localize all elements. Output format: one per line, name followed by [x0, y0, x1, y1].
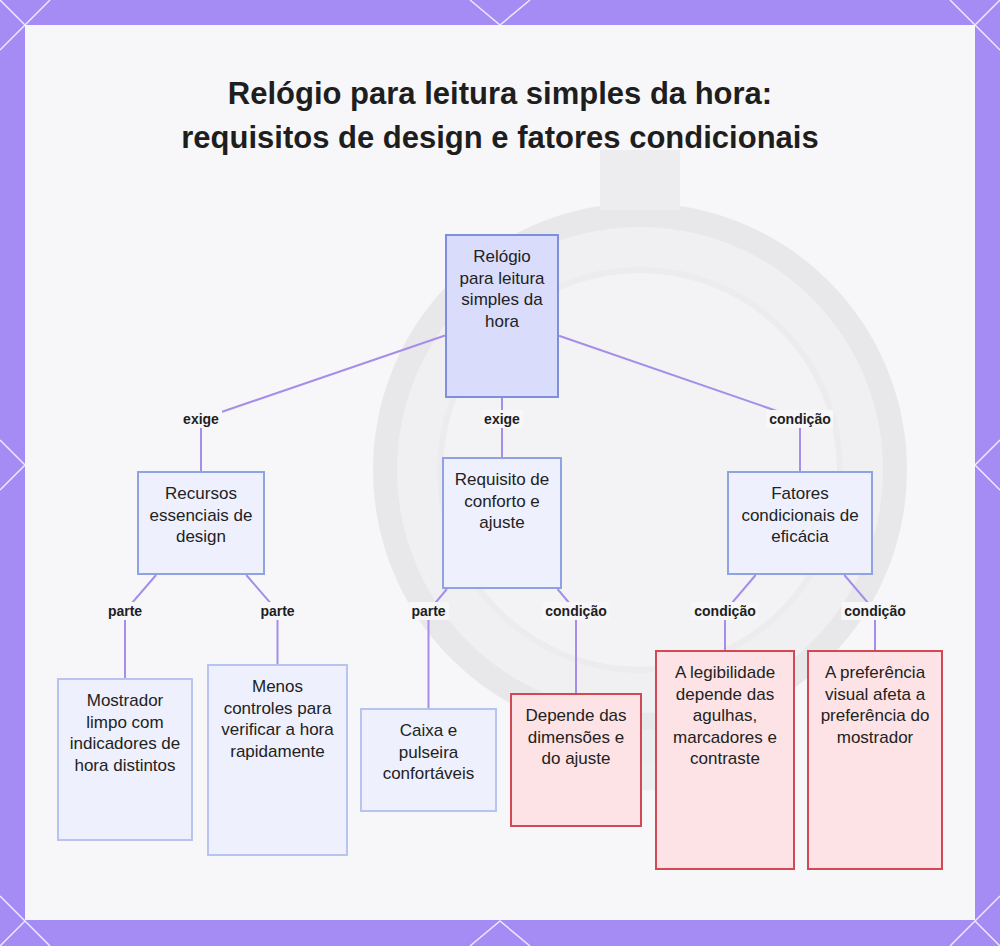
connector-line [201, 336, 445, 471]
condition-box: A legibilidade depende das agulhas, marc… [655, 650, 795, 870]
node-text: Depende das dimensões e do ajuste [520, 705, 632, 770]
category-box: Recursos essenciais de design [137, 471, 265, 575]
connector-line [125, 575, 156, 678]
part-box: Menos controles para verificar a hora ra… [207, 664, 348, 856]
category-box: Fatores condicionais de eficácia [727, 471, 873, 575]
diagram-title: Relógio para leitura simples da hora: re… [180, 72, 820, 160]
root-box: Relógio para leitura simples da hora [445, 234, 559, 398]
edge-label: parte [408, 602, 448, 620]
node-text: Relógio para leitura simples da hora [455, 246, 549, 332]
node-text: Requisito de conforto e ajuste [452, 469, 552, 534]
condition-box: A preferência visual afeta a preferência… [807, 650, 943, 870]
node-text: A legibilidade depende das agulhas, marc… [665, 662, 785, 770]
node-text: Fatores condicionais de eficácia [737, 483, 863, 548]
edge-label: exige [481, 410, 523, 428]
part-box: Caixa e pulseira confortáveis [360, 708, 497, 812]
edge-label: condição [691, 602, 758, 620]
edge-label: condição [841, 602, 908, 620]
category-box: Requisito de conforto e ajuste [442, 457, 562, 589]
edge-label: parte [105, 602, 145, 620]
node-text: Menos controles para verificar a hora ra… [217, 676, 338, 762]
edge-label: parte [257, 602, 297, 620]
edge-label: condição [542, 602, 609, 620]
node-text: Caixa e pulseira confortáveis [370, 720, 487, 785]
edge-label: condição [766, 410, 833, 428]
node-text: Recursos essenciais de design [147, 483, 255, 548]
node-text: Mostrador limpo com indicadores de hora … [67, 690, 183, 776]
node-text: A preferência visual afeta a preferência… [817, 662, 933, 748]
edge-label: exige [180, 410, 222, 428]
connector-line [559, 336, 800, 471]
condition-box: Depende das dimensões e do ajuste [510, 693, 642, 827]
part-box: Mostrador limpo com indicadores de hora … [57, 678, 193, 841]
